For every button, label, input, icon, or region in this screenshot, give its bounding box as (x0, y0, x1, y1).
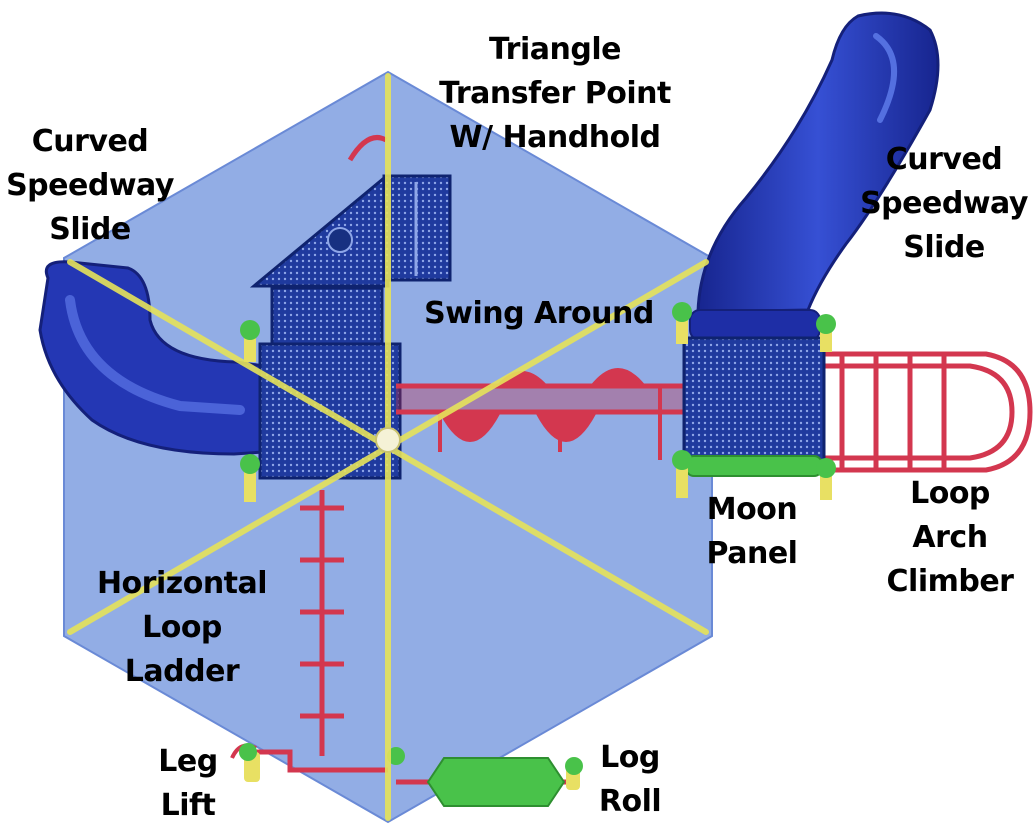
label-line: Leg (158, 744, 218, 779)
label-line: Loop (142, 610, 222, 645)
label-line: Curved (885, 142, 1003, 177)
label-line: Moon (706, 492, 798, 527)
center-hub (375, 427, 401, 453)
loop-arch-climber (824, 351, 1033, 473)
curved-speedway-slide-left (38, 260, 266, 456)
label-line: Log (600, 740, 660, 775)
swing-around (396, 368, 684, 460)
label-line: Curved (31, 124, 149, 159)
label-line: W/ Handhold (449, 120, 661, 155)
moon-panel (685, 455, 823, 477)
posts (240, 302, 836, 765)
label-line: Transfer Point (439, 76, 671, 111)
label-log-roll: Log Roll (590, 736, 670, 824)
label-line: Arch (912, 520, 988, 555)
label-curved-speedway-slide-left: Curved Speedway Slide (0, 120, 180, 252)
label-horizontal-loop-ladder: Horizontal Loop Ladder (84, 562, 280, 694)
leg-lift (230, 743, 260, 782)
label-line: Slide (903, 230, 985, 265)
label-swing-around: Swing Around (414, 292, 664, 336)
main-deck-right (682, 336, 826, 472)
label-moon-panel: Moon Panel (692, 488, 812, 576)
label-line: Speedway (860, 186, 1028, 221)
horizontal-loop-ladder (250, 490, 388, 773)
label-line: Triangle (489, 32, 621, 67)
label-loop-arch-climber: Loop Arch Climber (870, 472, 1030, 604)
label-triangle-transfer-point: Triangle Transfer Point W/ Handhold (410, 28, 700, 160)
label-line: Loop (910, 476, 990, 511)
upper-deck (270, 286, 384, 346)
label-line: Climber (886, 564, 1014, 599)
label-line: Panel (706, 536, 798, 571)
label-curved-speedway-slide-right: Curved Speedway Slide (854, 138, 1034, 270)
label-line: Ladder (124, 654, 240, 689)
label-line: Lift (160, 788, 216, 823)
label-line: Swing Around (424, 296, 654, 331)
log-roll (396, 757, 583, 807)
label-line: Speedway (6, 168, 174, 203)
label-line: Slide (49, 212, 131, 247)
label-line: Horizontal (96, 566, 268, 601)
label-line: Roll (598, 784, 662, 819)
label-leg-lift: Leg Lift (148, 740, 228, 828)
triangle-transfer-point (249, 135, 452, 288)
